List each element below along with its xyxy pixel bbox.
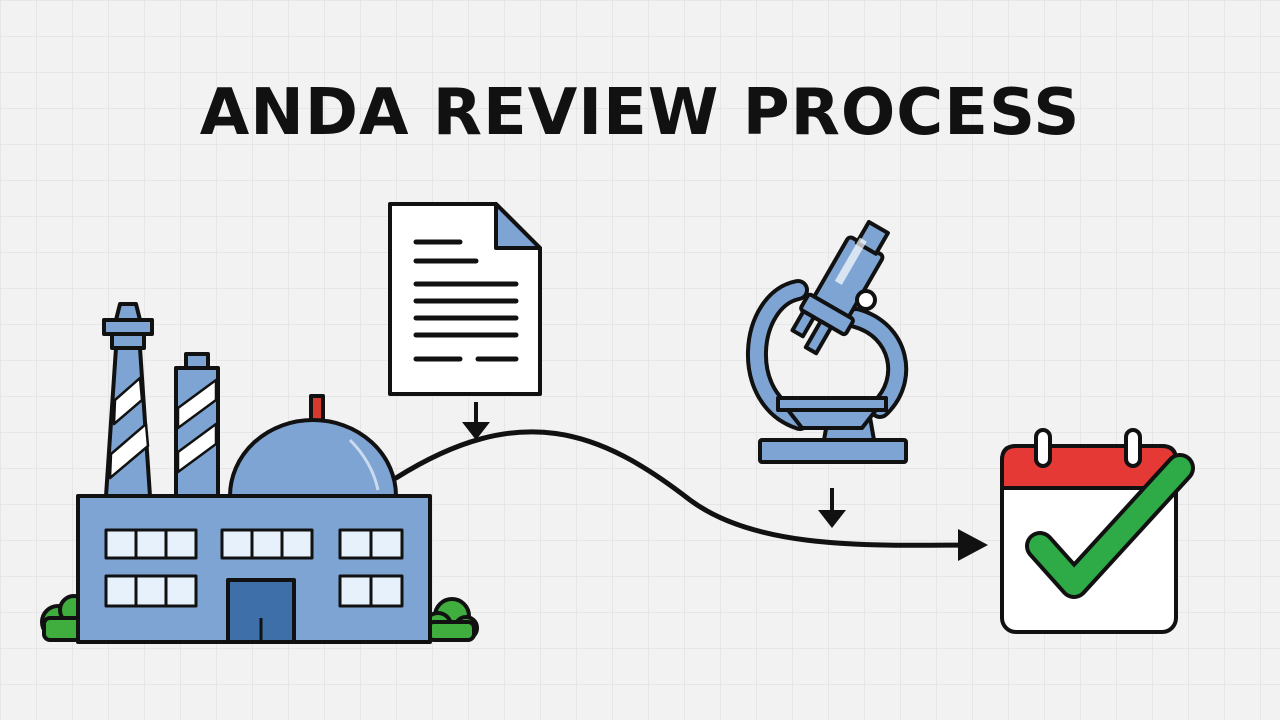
calendar-check-icon [1000, 428, 1195, 634]
microscope-icon [745, 219, 909, 464]
page-title: ANDA REVIEW PROCESS [199, 76, 1081, 150]
smokestack-short-icon [174, 352, 220, 498]
calendar-ring-icon [1034, 428, 1052, 468]
page-fold-icon [494, 202, 542, 250]
document-icon [388, 202, 542, 396]
down-arrow-icon [818, 488, 846, 528]
flow-arrow-head-icon [958, 529, 988, 561]
dome-icon [228, 418, 398, 498]
process-flow-line [393, 429, 983, 548]
factory-windows-icon [104, 528, 404, 608]
smokestack-tall-icon [102, 302, 154, 498]
factory-icon [40, 302, 479, 644]
down-arrow-icon [462, 402, 490, 440]
text-lines-icon [413, 239, 519, 362]
shrub-right-icon [423, 597, 479, 642]
calendar-ring-icon [1124, 428, 1142, 468]
checkmark-icon [1029, 457, 1191, 595]
